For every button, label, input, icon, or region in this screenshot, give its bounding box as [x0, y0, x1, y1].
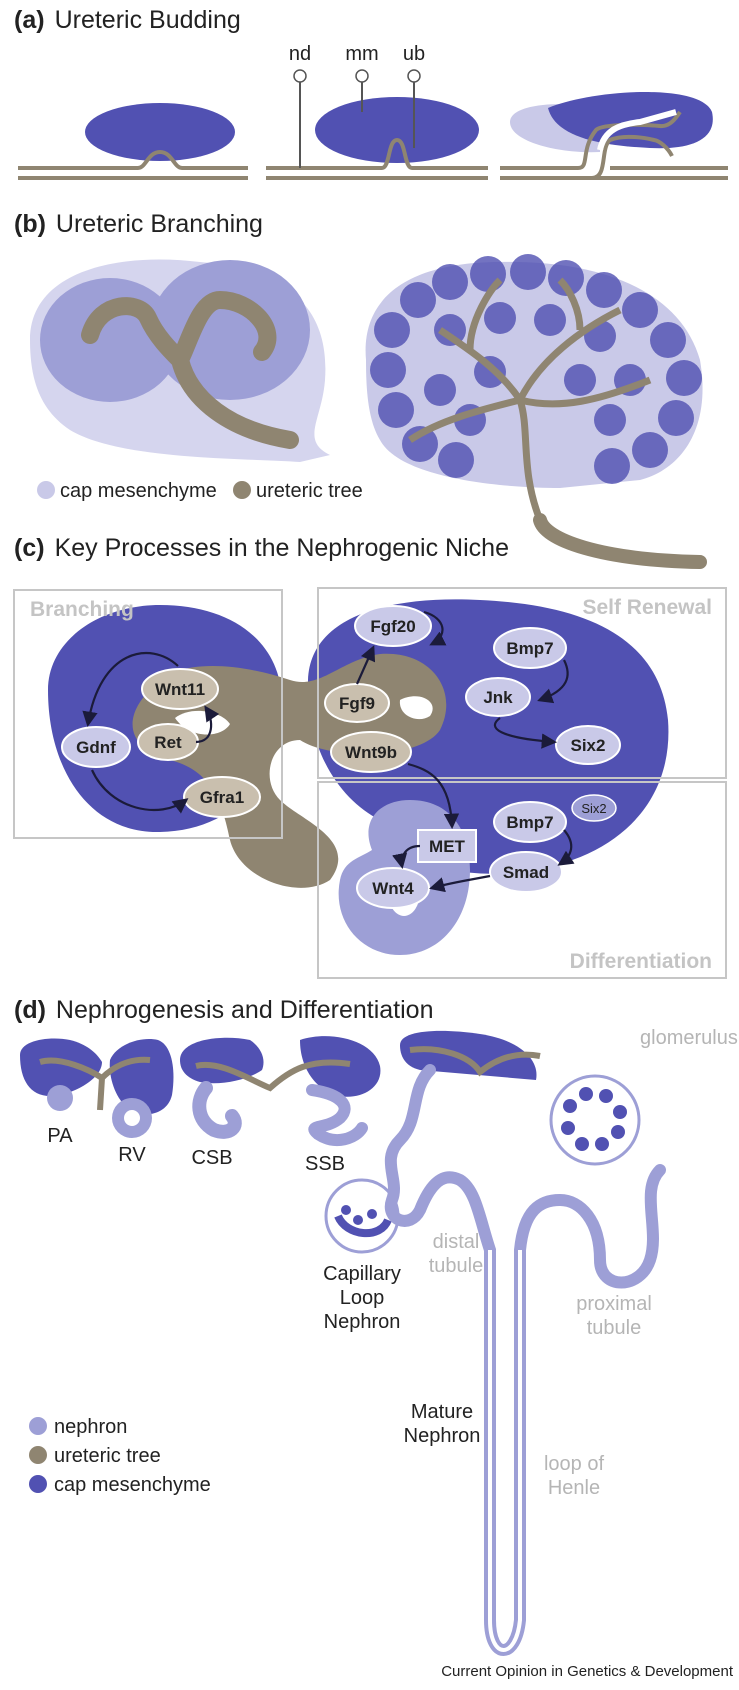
node-wnt11: Wnt11 — [142, 669, 218, 709]
panel-b-letter: (b) — [14, 210, 46, 238]
label-distal-2: tubule — [429, 1255, 484, 1277]
node-gfra1: Gfra1 — [184, 777, 260, 817]
node-six2-small: Six2 — [572, 795, 616, 821]
svg-text:(c)Key Processes in the Nephro: (c) Key Processes in the Nephrogenic Nich… — [14, 534, 509, 562]
node-bmp7-top: Bmp7 — [494, 628, 566, 668]
legend-tree-dot — [233, 481, 251, 499]
label-loop-1: loop of — [544, 1453, 604, 1475]
label-loop-2: Henle — [548, 1477, 600, 1499]
node-six2: Six2 — [556, 726, 620, 764]
label-pa: PA — [47, 1125, 73, 1147]
svg-text:Bmp7: Bmp7 — [506, 813, 553, 832]
label-proximal-1: proximal — [576, 1293, 652, 1315]
svg-text:Wnt11: Wnt11 — [155, 680, 205, 699]
label-ssb: SSB — [305, 1153, 345, 1175]
svg-text:Gdnf: Gdnf — [76, 738, 116, 757]
pa-shape — [47, 1085, 73, 1111]
svg-text:Fgf9: Fgf9 — [339, 694, 375, 713]
label-mature-2: Nephron — [404, 1425, 481, 1447]
box-differentiation-label: Differentiation — [570, 950, 712, 973]
svg-text:Wnt4: Wnt4 — [372, 879, 414, 898]
label-capillary-3: Nephron — [324, 1311, 401, 1333]
ssb-shape — [312, 1090, 362, 1140]
label-rv: RV — [118, 1144, 146, 1166]
metanephric-mesenchyme-2 — [315, 97, 479, 163]
box-self-renewal-label: Self Renewal — [582, 596, 712, 619]
cap-mesenchyme-right — [150, 260, 310, 400]
svg-text:Fgf20: Fgf20 — [370, 617, 415, 636]
legend-cap-label: cap mesenchyme — [60, 480, 217, 502]
node-fgf9: Fgf9 — [325, 684, 389, 722]
svg-text:Six2: Six2 — [581, 801, 606, 816]
node-fgf20: Fgf20 — [355, 606, 431, 646]
label-csb: CSB — [191, 1147, 232, 1169]
ureter-stalk — [540, 520, 700, 562]
node-ret: Ret — [138, 724, 198, 760]
label-mm: mm — [345, 43, 378, 65]
panel-b-title: Ureteric Branching — [56, 210, 263, 238]
legend-cap-dot — [37, 481, 55, 499]
label-capillary-1: Capillary — [323, 1263, 401, 1285]
node-smad: Smad — [490, 852, 562, 892]
legend-cap-dot-d — [29, 1475, 47, 1493]
node-wnt4: Wnt4 — [357, 868, 429, 908]
node-wnt9b: Wnt9b — [331, 732, 411, 772]
panel-a-letter: (a) — [14, 6, 45, 34]
node-met: MET — [418, 830, 476, 862]
svg-text:Gfra1: Gfra1 — [200, 788, 244, 807]
legend-nephron-label: nephron — [54, 1416, 127, 1438]
panel-c-letter: (c) — [14, 534, 45, 562]
svg-text:Six2: Six2 — [571, 736, 606, 755]
legend-tree-label-d: ureteric tree — [54, 1445, 161, 1467]
panel-a: (a) Ureteric Budding nd mm ub — [14, 6, 728, 178]
label-nd: nd — [289, 43, 311, 65]
svg-text:Jnk: Jnk — [483, 688, 513, 707]
label-proximal-2: tubule — [587, 1317, 642, 1339]
svg-text:MET: MET — [429, 837, 466, 856]
node-jnk: Jnk — [466, 678, 530, 716]
label-glomerulus: glomerulus — [640, 1027, 738, 1049]
legend-tree-dot-d — [29, 1446, 47, 1464]
svg-text:(a)Ureteric Budding: (a) Ureteric Budding — [14, 6, 241, 34]
node-gdnf: Gdnf — [62, 727, 130, 767]
svg-text:(d)Nephrogenesis and Different: (d) Nephrogenesis and Differentiation — [14, 996, 434, 1024]
label-distal-1: distal — [433, 1231, 480, 1253]
node-bmp7-bottom: Bmp7 — [494, 802, 566, 842]
panel-c-title: Key Processes in the Nephrogenic Niche — [55, 534, 509, 562]
box-branching-label: Branching — [30, 598, 134, 621]
legend-tree-label: ureteric tree — [256, 480, 363, 502]
svg-text:(b)Ureteric Branching: (b) Ureteric Branching — [14, 210, 263, 238]
panel-c: (c) Key Processes in the Nephrogenic Nich… — [14, 534, 726, 978]
svg-text:Bmp7: Bmp7 — [506, 639, 553, 658]
credit-line: Current Opinion in Genetics & Developmen… — [441, 1663, 734, 1680]
panel-d: (d)Nephrogenesis and Differentiation PA … — [14, 996, 738, 1650]
glomerulus — [551, 1076, 639, 1164]
legend-nephron-dot — [29, 1417, 47, 1435]
svg-text:Ret: Ret — [154, 733, 182, 752]
panel-d-title: Nephrogenesis and Differentiation — [56, 996, 434, 1024]
panel-d-letter: (d) — [14, 996, 46, 1024]
label-ub: ub — [403, 43, 425, 65]
svg-text:Smad: Smad — [503, 863, 549, 882]
svg-text:Wnt9b: Wnt9b — [345, 743, 397, 762]
csb-shape — [199, 1088, 235, 1132]
panel-a-title: Ureteric Budding — [55, 6, 241, 34]
label-mature-1: Mature — [411, 1401, 473, 1423]
label-capillary-2: Loop — [340, 1287, 385, 1309]
legend-cap-label-d: cap mesenchyme — [54, 1474, 211, 1496]
panel-b: (b) Ureteric Branching cap mesenchyme ure… — [14, 210, 703, 562]
